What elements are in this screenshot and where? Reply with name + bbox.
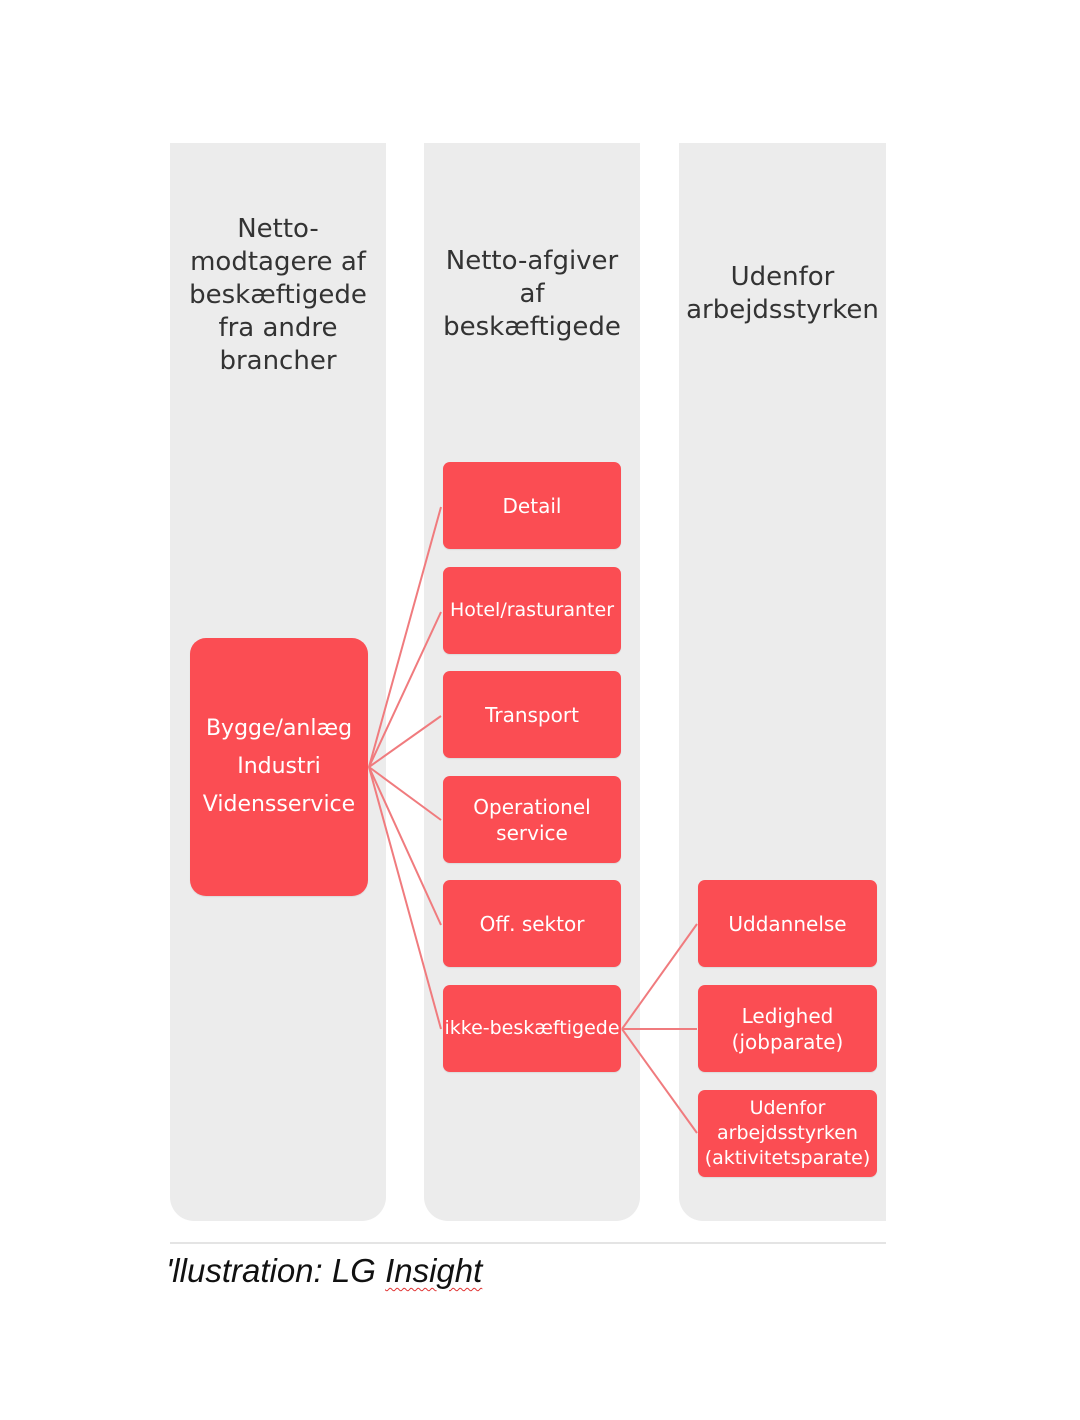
column-heading: Udenfor arbejdsstyrken [686,262,879,325]
figure-caption: 'llustration: LG Insight [166,1252,482,1290]
column-heading: Netto-afgiver af beskæftigede [443,246,621,342]
node-off-sektor: Off. sektor [443,880,621,967]
node-transport: Transport [443,671,621,758]
node-uddannelse: Uddannelse [698,880,877,967]
caption-text: 'llustration: LG [166,1252,386,1289]
node-udenfor-arbejdsstyrken: Udenfor arbejdsstyrken (aktivitetsparate… [698,1090,877,1177]
node-detail: Detail [443,462,621,549]
caption-source-name: Insight [385,1252,483,1289]
source-node: Bygge/anlæg Industri Vidensservice [190,638,368,896]
node-operationel-service: Operationel service [443,776,621,863]
source-node-line: Vidensservice [202,792,356,817]
caption-divider [170,1242,886,1244]
source-node-line: Industri [237,754,321,779]
column-heading: Netto- modtagere af beskæftigede fra and… [189,214,367,376]
node-hotel-restauranter: Hotel/rasturanter [443,567,621,654]
node-ikke-beskaeftigede: ikke-beskæftigede [443,985,621,1072]
node-ledighed: Ledighed (jobparate) [698,985,877,1072]
source-node-line: Bygge/anlæg [205,716,353,741]
